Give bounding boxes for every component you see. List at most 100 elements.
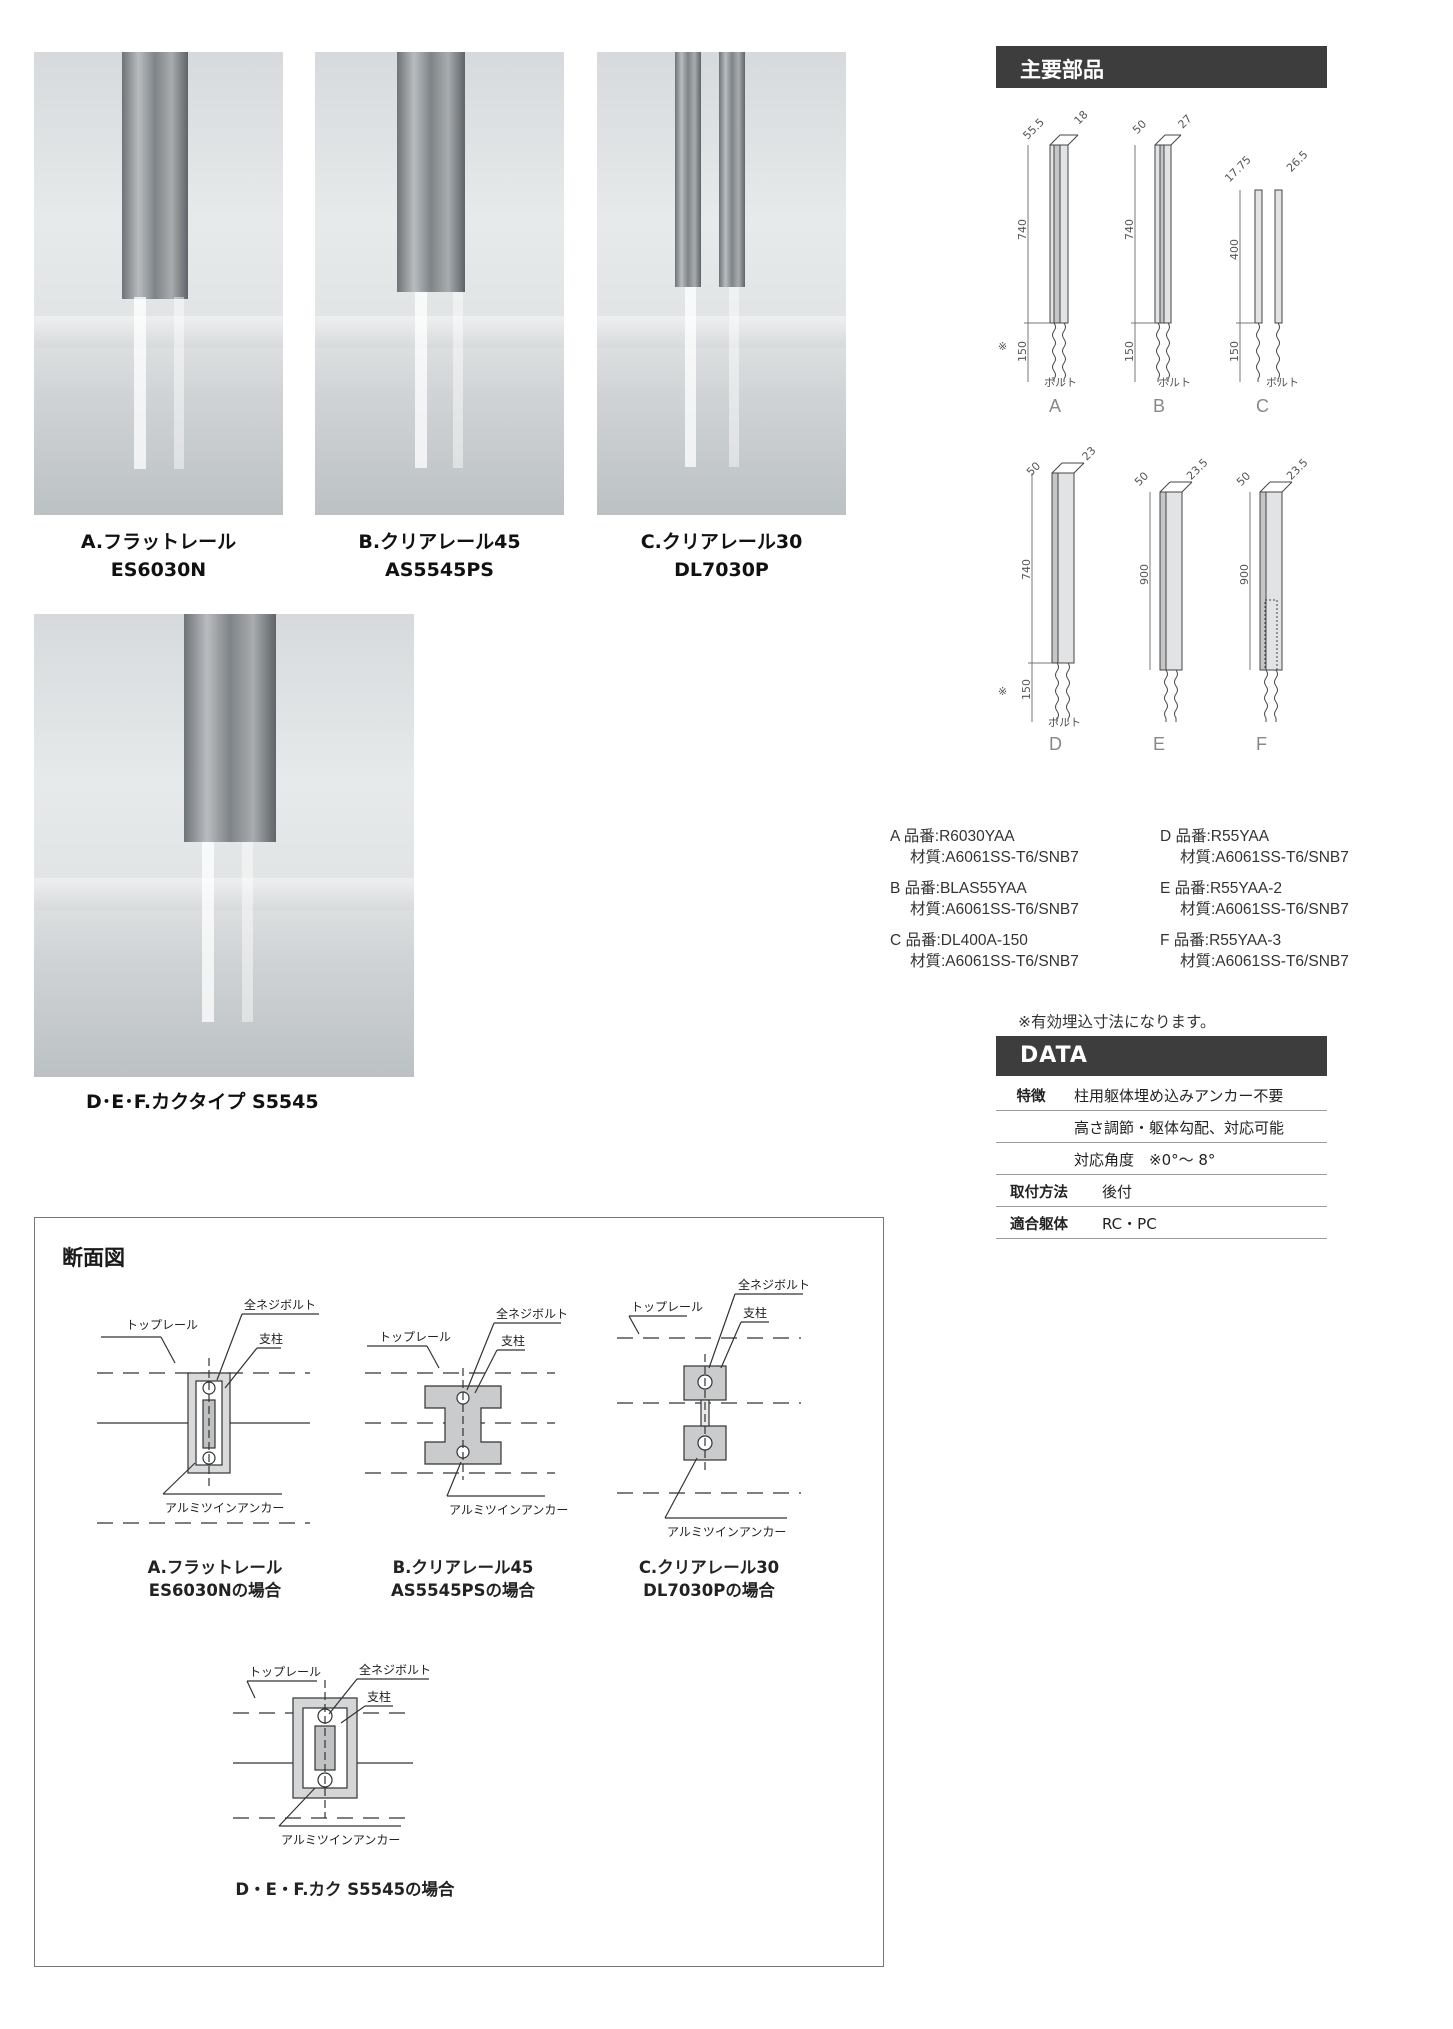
part-f-drawing — [1249, 481, 1293, 722]
photo-caption-c: C.クリアレール30 DL7030P — [597, 528, 846, 584]
cross-section-box: 断面図 — [34, 1217, 884, 1967]
bolt-label-a: ボルト — [1044, 376, 1077, 389]
section-def-drawing — [233, 1678, 429, 1827]
section-caption-line1: B.クリアレール45 — [392, 1558, 534, 1577]
part-material: 材質:A6061SS-T6/SNB7 — [910, 901, 1079, 918]
label-bolt-def: 全ネジボルト — [359, 1663, 432, 1677]
dim-f-depth: 23.5 — [1284, 456, 1311, 483]
section-a-drawing — [97, 1313, 319, 1524]
main-parts-header: 主要部品 — [996, 46, 1327, 88]
dim-a-height: 740 — [1016, 219, 1029, 240]
photo-caption-def: D･E･F.カクタイプ S5545 — [34, 1088, 416, 1116]
label-anchor-def: アルミツインアンカー — [281, 1833, 401, 1847]
section-b-drawing — [365, 1322, 561, 1497]
data-key: 適合躯体 — [1010, 1217, 1068, 1233]
part-entry-c: C 品番:DL400A-150 材質:A6061SS-T6/SNB7 — [890, 930, 1079, 972]
part-letter-a: A — [1049, 396, 1061, 416]
embed-note: ※有効埋込寸法になります。 — [1018, 1013, 1216, 1031]
part-a-drawing — [1024, 134, 1079, 382]
photo-def-kaku-type — [34, 614, 414, 1077]
data-value: 対応角度 ※0°～ 8° — [1074, 1151, 1216, 1169]
dim-d-height: 740 — [1020, 559, 1033, 580]
section-caption-c: C.クリアレール30 DL7030Pの場合 — [609, 1556, 809, 1602]
dim-d-depth: 23 — [1080, 444, 1099, 463]
label-bolt-c: 全ネジボルト — [738, 1278, 811, 1292]
label-top-rail-def: トップレール — [249, 1665, 322, 1679]
caption-line1: D･E･F.カクタイプ S5545 — [86, 1091, 319, 1113]
cross-section-drawings — [97, 1293, 803, 1827]
part-material: 材質:A6061SS-T6/SNB7 — [1180, 849, 1349, 866]
part-entry-d: D 品番:R55YAA 材質:A6061SS-T6/SNB7 — [1160, 826, 1349, 868]
part-letter-e: E — [1153, 734, 1165, 754]
data-row: 適合躯体 RC・PC — [996, 1206, 1327, 1239]
part-letter-b: B — [1153, 396, 1165, 416]
data-key: 特徴 — [1016, 1089, 1046, 1105]
note-mark-a: ※ — [998, 340, 1007, 353]
part-material: 材質:A6061SS-T6/SNB7 — [1180, 901, 1349, 918]
data-value: 高さ調節・躯体勾配、対応可能 — [1074, 1119, 1285, 1137]
caption-line1: C.クリアレール30 — [640, 531, 803, 553]
section-caption-a: A.フラットレール ES6030Nの場合 — [115, 1556, 315, 1602]
section-caption-line1: C.クリアレール30 — [638, 1558, 780, 1577]
part-e-drawing — [1149, 481, 1193, 722]
section-caption-line1: D・E・F.カク S5545の場合 — [235, 1880, 455, 1899]
label-top-rail-a: トップレール — [126, 1318, 199, 1332]
dim-e-depth: 23.5 — [1184, 456, 1211, 483]
dim-e-height: 900 — [1138, 564, 1151, 585]
part-material: 材質:A6061SS-T6/SNB7 — [1180, 953, 1349, 970]
main-parts-drawing: 55.5 18 740 150 50 27 740 150 17.75 26.5… — [998, 108, 1311, 754]
data-key: 取付方法 — [1010, 1185, 1068, 1201]
data-row: 高さ調節・躯体勾配、対応可能 — [996, 1110, 1327, 1143]
dim-c-depth: 26.5 — [1284, 148, 1311, 175]
dim-d-embed: 150 — [1020, 679, 1033, 700]
label-bolt-a: 全ネジボルト — [244, 1298, 317, 1312]
section-caption-line2: ES6030Nの場合 — [148, 1581, 282, 1600]
caption-line2: AS5545PS — [385, 559, 494, 581]
section-caption-b: B.クリアレール45 AS5545PSの場合 — [363, 1556, 563, 1602]
dim-b-height: 740 — [1123, 219, 1136, 240]
part-entry-f: F 品番:R55YAA-3 材質:A6061SS-T6/SNB7 — [1160, 930, 1349, 972]
main-parts-title: 主要部品 — [1020, 58, 1104, 82]
dim-b-embed: 150 — [1123, 341, 1136, 362]
label-post-a: 支柱 — [259, 1332, 284, 1346]
dim-c-embed: 150 — [1228, 341, 1241, 362]
dim-e-width: 50 — [1132, 470, 1151, 489]
data-header: DATA — [996, 1036, 1327, 1076]
part-number: D 品番:R55YAA — [1160, 828, 1270, 845]
part-list-right: D 品番:R55YAA 材質:A6061SS-T6/SNB7 E 品番:R55Y… — [1160, 826, 1349, 972]
dim-d-width: 50 — [1024, 460, 1043, 479]
data-title: DATA — [1020, 1043, 1088, 1068]
part-number: C 品番:DL400A-150 — [890, 932, 1028, 949]
label-top-rail-b: トップレール — [379, 1330, 452, 1344]
data-row: 対応角度 ※0°～ 8° — [996, 1142, 1327, 1175]
data-row: 取付方法 後付 — [996, 1174, 1327, 1207]
section-caption-line2: DL7030Pの場合 — [643, 1581, 775, 1600]
label-post-b: 支柱 — [501, 1334, 526, 1348]
part-entry-b: B 品番:BLAS55YAA 材質:A6061SS-T6/SNB7 — [890, 878, 1079, 920]
part-d-drawing — [1028, 462, 1085, 722]
photo-caption-a: A.フラットレール ES6030N — [34, 528, 283, 584]
caption-line2: DL7030P — [674, 559, 769, 581]
section-c-drawing — [617, 1293, 803, 1519]
label-post-def: 支柱 — [367, 1690, 392, 1704]
dim-c-width: 17.75 — [1222, 153, 1253, 184]
part-number: F 品番:R55YAA-3 — [1160, 932, 1282, 949]
part-letter-f: F — [1256, 734, 1267, 754]
photo-b-clear-rail-45 — [315, 52, 564, 515]
part-letter-c: C — [1256, 396, 1269, 416]
part-number: E 品番:R55YAA-2 — [1160, 880, 1283, 897]
dim-b-depth: 27 — [1176, 112, 1195, 131]
dim-a-depth: 18 — [1072, 108, 1091, 127]
section-caption-line2: AS5545PSの場合 — [390, 1581, 536, 1600]
photo-caption-b: B.クリアレール45 AS5545PS — [315, 528, 564, 584]
dim-f-height: 900 — [1238, 564, 1251, 585]
bolt-label-d: ボルト — [1048, 716, 1081, 729]
caption-line1: A.フラットレール — [80, 531, 237, 553]
data-value: 後付 — [1102, 1183, 1133, 1201]
dim-f-width: 50 — [1234, 470, 1253, 489]
caption-line2: ES6030N — [110, 559, 207, 581]
photo-a-flat-rail — [34, 52, 283, 515]
part-entry-e: E 品番:R55YAA-2 材質:A6061SS-T6/SNB7 — [1160, 878, 1349, 920]
part-entry-a: A 品番:R6030YAA 材質:A6061SS-T6/SNB7 — [890, 826, 1079, 868]
label-post-c: 支柱 — [743, 1306, 768, 1320]
